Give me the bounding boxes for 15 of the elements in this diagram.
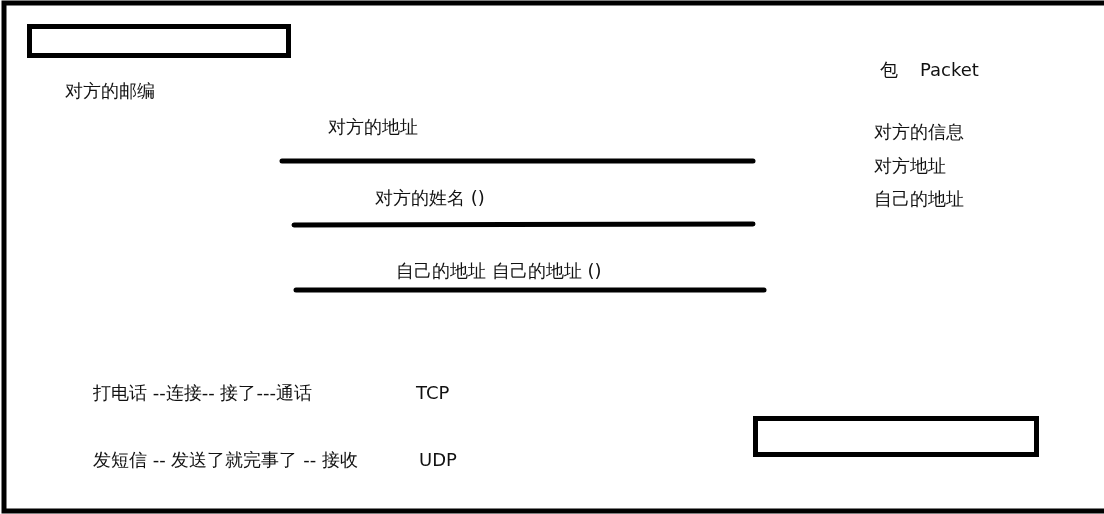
label-text: 发短信 -- 发送了就完事了 -- 接收 — [93, 449, 358, 471]
empty-box — [753, 416, 1039, 457]
label-text: 打电话 --连接-- 接了---通话 — [93, 382, 312, 404]
label-text: 自己的地址 — [874, 188, 964, 210]
label-text: Packet — [920, 59, 979, 81]
empty-box — [27, 24, 291, 58]
label-text: 对方的地址 — [328, 116, 418, 138]
label-text: 包 — [880, 59, 898, 81]
label-text: TCP — [416, 382, 450, 404]
label-text: 对方的邮编 — [65, 80, 155, 102]
label-text: UDP — [419, 449, 457, 471]
label-text: 对方地址 — [874, 155, 946, 177]
label-text: 对方的姓名 () — [375, 187, 485, 209]
label-text: 对方的信息 — [874, 121, 964, 143]
label-text: 自己的地址 自己的地址 () — [396, 260, 602, 282]
